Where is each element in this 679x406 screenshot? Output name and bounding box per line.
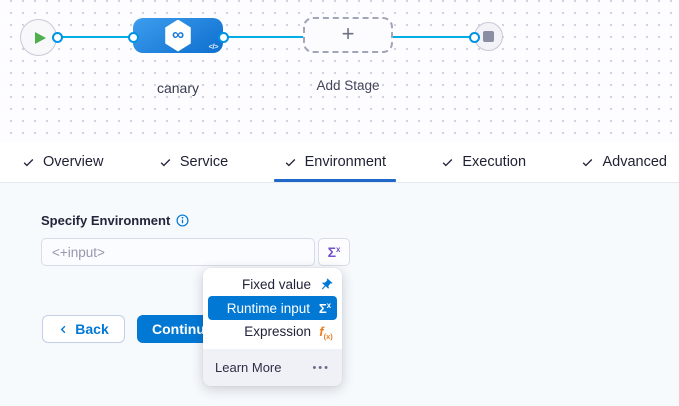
- tab-execution[interactable]: Execution: [431, 142, 536, 182]
- sigma-sup: x: [326, 300, 332, 310]
- menu-footer: Learn More •••: [203, 349, 342, 386]
- check-icon: [159, 156, 172, 169]
- tab-overview[interactable]: Overview: [12, 142, 113, 182]
- back-button[interactable]: Back: [42, 315, 125, 343]
- connector-port: [217, 31, 229, 43]
- stop-icon: [483, 31, 494, 42]
- menu-item-label: Fixed value: [241, 277, 311, 292]
- deploy-hexagon-icon: ∞: [165, 19, 191, 52]
- check-icon: [22, 156, 35, 169]
- pipeline-edge: [223, 36, 303, 38]
- connector-port: [127, 31, 139, 43]
- sigma-icon: Σ: [327, 244, 336, 260]
- menu-item-expression[interactable]: Expression f(x): [203, 320, 342, 343]
- pin-icon: [319, 278, 333, 292]
- learn-more-link[interactable]: Learn More: [215, 360, 282, 375]
- sigma-sup: x: [335, 244, 341, 254]
- cd-infinity-icon: ∞: [171, 25, 185, 44]
- continue-label: Continue: [152, 321, 213, 337]
- stage-node-canary[interactable]: ∞ </>: [133, 18, 223, 53]
- check-icon: [441, 156, 454, 169]
- menu-item-label: Expression: [244, 324, 311, 339]
- menu-item-fixed-value[interactable]: Fixed value: [203, 273, 342, 296]
- info-icon[interactable]: [176, 214, 189, 227]
- back-label: Back: [75, 321, 109, 337]
- stage-name-label: canary: [156, 80, 200, 96]
- sigma-glyph: Σ: [318, 300, 327, 316]
- field-label-text: Specify Environment: [41, 213, 171, 228]
- chevron-left-icon: [58, 324, 69, 335]
- connector-port: [51, 31, 63, 43]
- tab-label: Service: [179, 154, 229, 170]
- fx-sub: (x): [323, 332, 333, 341]
- environment-input-row: Σx: [41, 238, 350, 266]
- add-stage-label: Add Stage: [316, 78, 380, 93]
- environment-input[interactable]: [41, 238, 315, 266]
- fx-glyph: f: [319, 324, 324, 339]
- add-stage-button[interactable]: +: [303, 17, 393, 53]
- tab-advanced[interactable]: Advanced: [571, 142, 677, 182]
- tab-label: Overview: [43, 154, 104, 170]
- connector-port: [469, 31, 480, 43]
- stage-tabs: Overview Service Environment Execution A…: [0, 142, 679, 183]
- specify-environment-label: Specify Environment: [41, 213, 189, 228]
- active-tab-underline: [273, 179, 396, 182]
- check-icon: [581, 156, 594, 169]
- pipeline-start-node: [20, 19, 57, 56]
- environment-panel: Specify Environment Σx Back Continue: [0, 183, 679, 406]
- expression-fx-icon: f(x): [319, 324, 333, 341]
- tab-label: Advanced: [602, 154, 667, 170]
- tab-environment[interactable]: Environment: [273, 142, 396, 182]
- check-icon: [284, 156, 297, 169]
- plus-icon: +: [341, 21, 355, 46]
- more-options-dots[interactable]: •••: [312, 361, 330, 374]
- pipeline-canvas: ∞ </> + canary Add Stage: [0, 0, 679, 142]
- pipeline-edge: [57, 36, 133, 38]
- pipeline-edge: [393, 36, 474, 38]
- tab-label: Execution: [462, 154, 527, 170]
- menu-item-label: Runtime input: [226, 300, 310, 316]
- tab-service[interactable]: Service: [149, 142, 238, 182]
- code-icon: </>: [208, 42, 219, 51]
- play-icon: [34, 31, 46, 44]
- tab-label: Environment: [304, 154, 386, 170]
